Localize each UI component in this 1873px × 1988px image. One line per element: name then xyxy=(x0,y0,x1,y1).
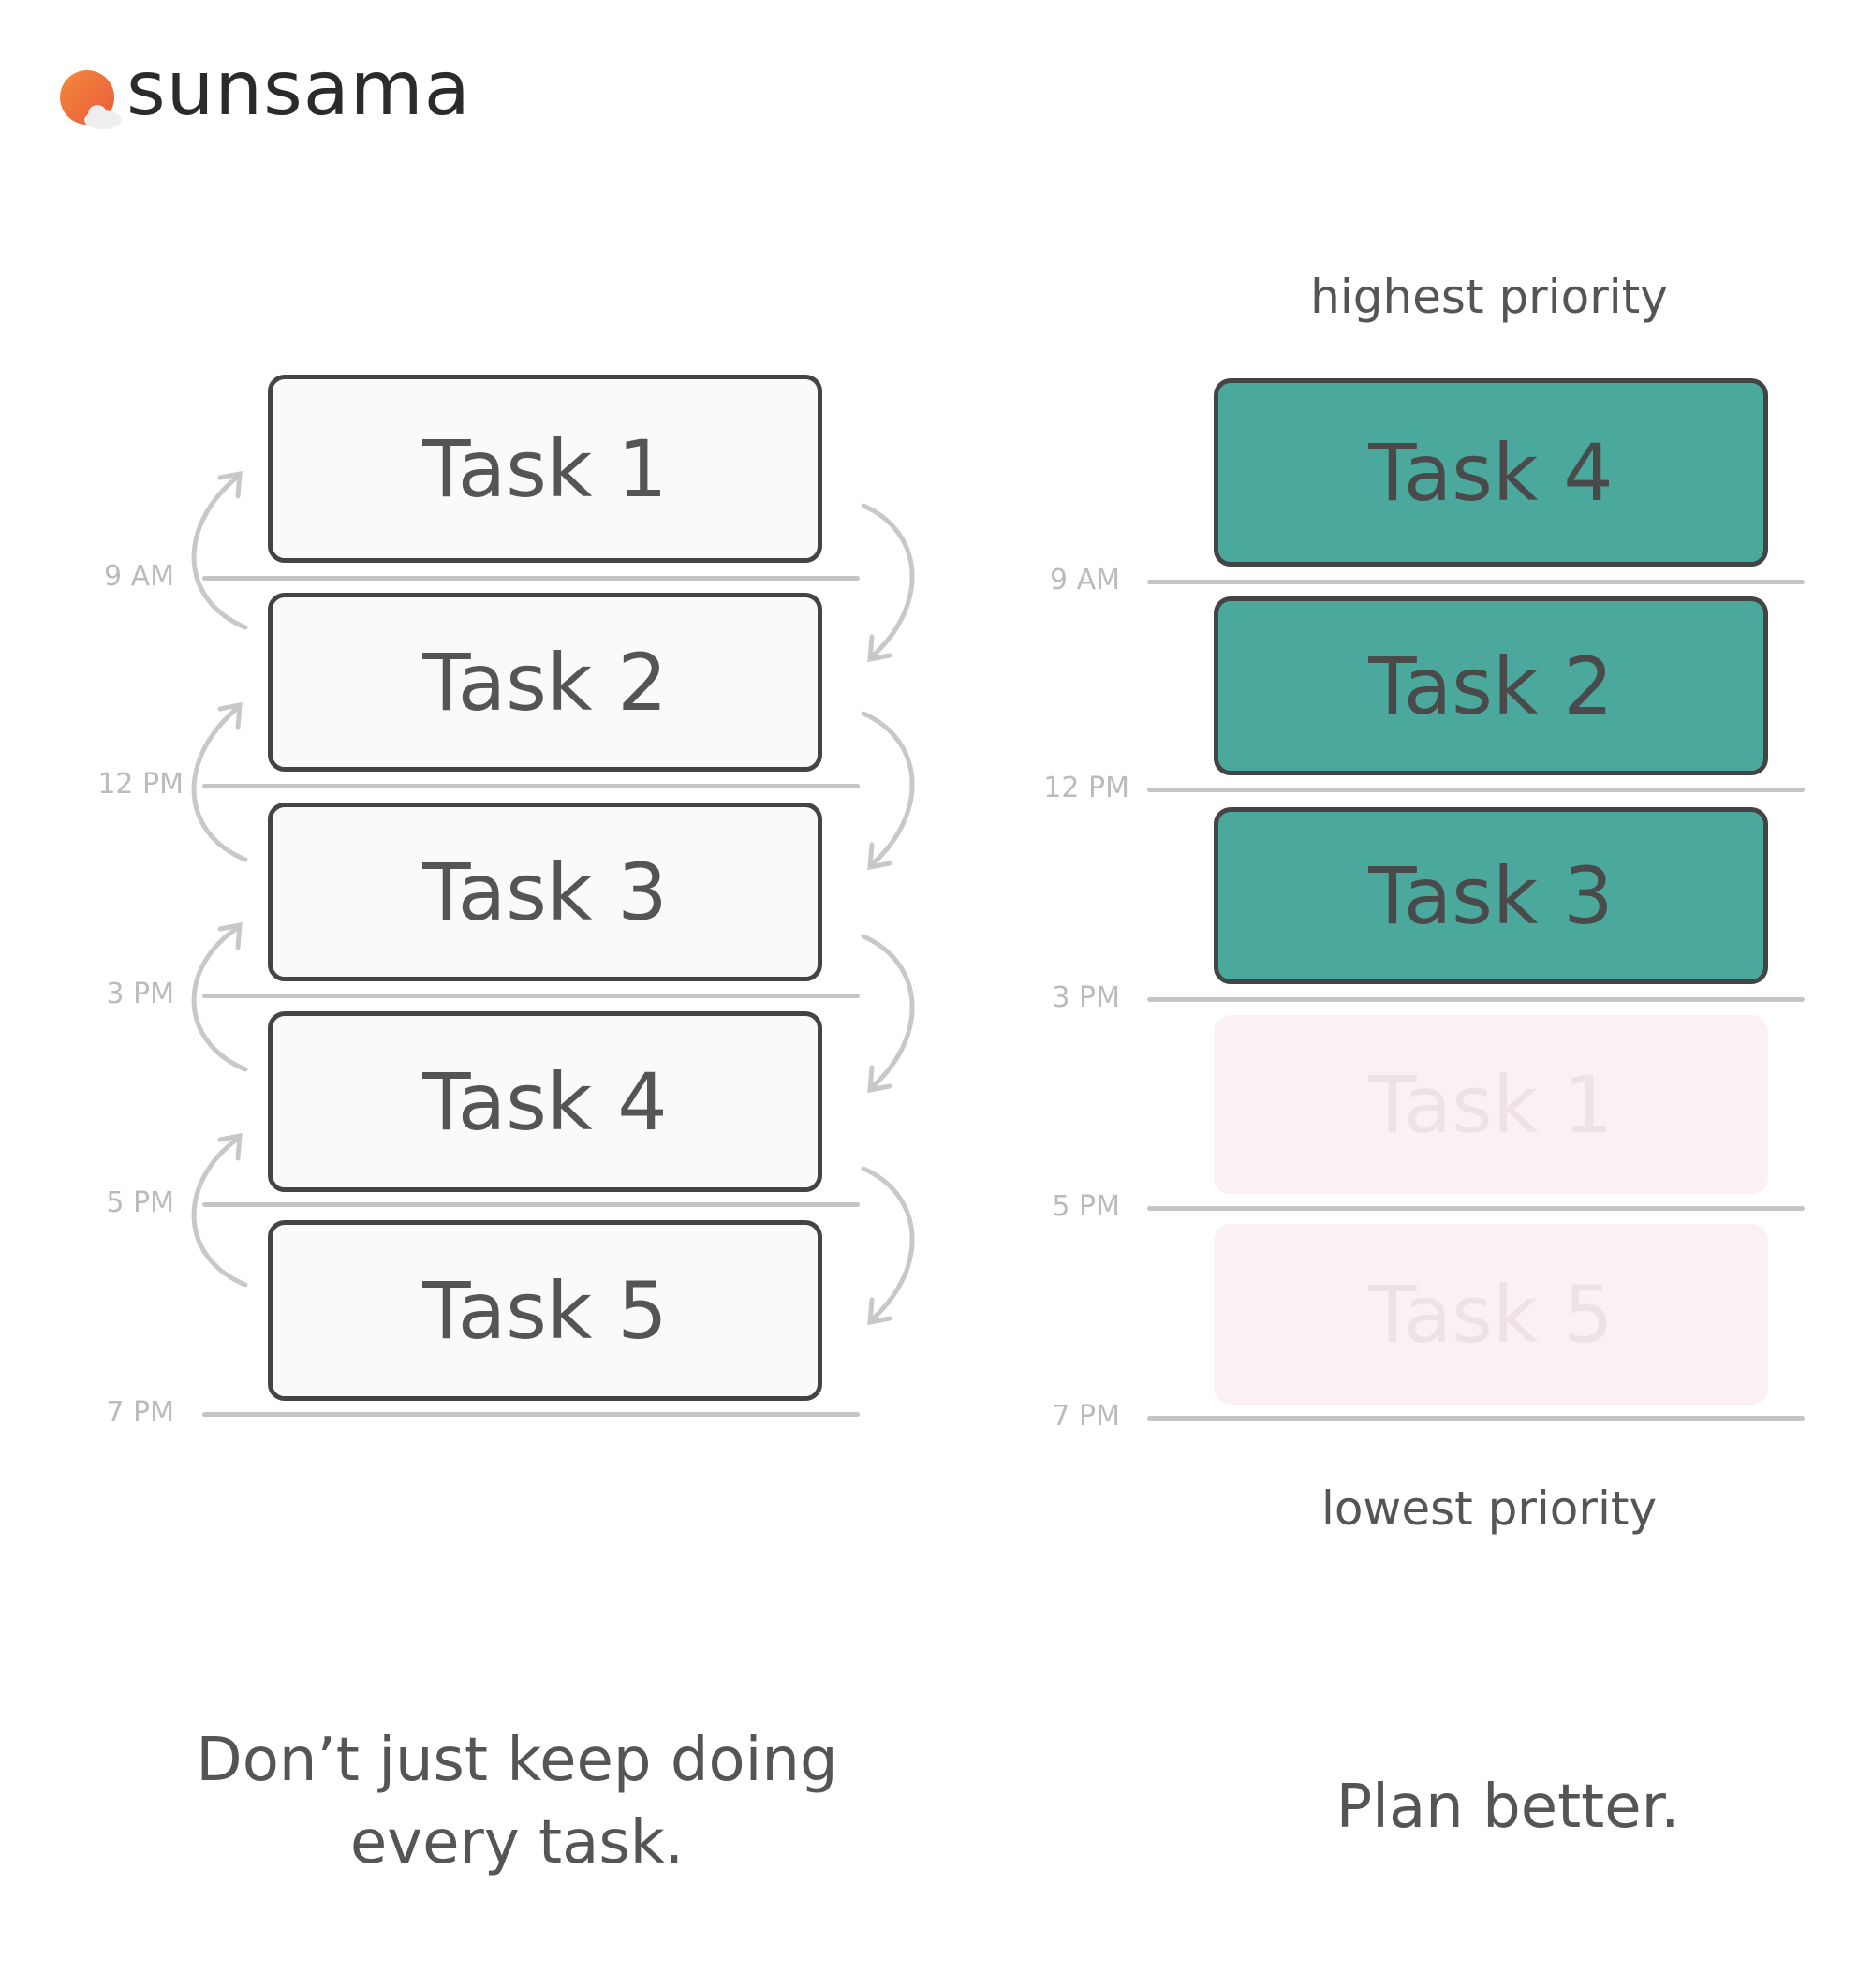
task-card-low-priority: Task 5 xyxy=(1214,1224,1768,1405)
time-label: 5 PM xyxy=(1052,1190,1120,1223)
task-card-high-priority: Task 3 xyxy=(1214,807,1768,984)
task-card: Task 2 xyxy=(268,593,822,772)
lowest-priority-label: lowest priority xyxy=(1320,1481,1658,1536)
sunsama-logo xyxy=(58,67,128,133)
task-card: Task 4 xyxy=(268,1011,822,1192)
hour-line xyxy=(202,1202,860,1207)
right-curved-arrow-icon xyxy=(861,503,915,1326)
hour-line xyxy=(1147,997,1805,1002)
task-card: Task 1 xyxy=(268,375,822,563)
time-label: 3 PM xyxy=(1052,981,1120,1014)
task-card: Task 5 xyxy=(268,1220,822,1401)
task-card: Task 3 xyxy=(268,803,822,981)
task-card-low-priority: Task 1 xyxy=(1214,1015,1768,1194)
task-card-high-priority: Task 4 xyxy=(1214,378,1768,567)
time-label: 7 PM xyxy=(1052,1400,1120,1433)
time-label: 12 PM xyxy=(97,768,184,801)
right-caption: Plan better. xyxy=(1335,1773,1680,1842)
hour-line xyxy=(1147,1416,1805,1421)
hour-line xyxy=(202,576,860,581)
left-caption: Don’t just keep doing every task. xyxy=(96,1719,938,1884)
left-caption-line2: every task. xyxy=(349,1808,685,1878)
sun-cloud-icon xyxy=(60,70,122,129)
time-label: 3 PM xyxy=(106,978,174,1010)
hour-line xyxy=(1147,1206,1805,1211)
time-label: 9 AM xyxy=(1049,564,1120,596)
left-caption-line1: Don’t just keep doing xyxy=(196,1726,838,1795)
time-label: 12 PM xyxy=(1043,772,1129,804)
hour-line xyxy=(202,1412,860,1417)
time-label: 9 AM xyxy=(103,560,174,593)
time-label: 7 PM xyxy=(106,1396,174,1429)
task-card-high-priority: Task 2 xyxy=(1214,596,1768,775)
highest-priority-label: highest priority xyxy=(1310,270,1668,324)
hour-line xyxy=(202,784,860,788)
brand-name: sunsama xyxy=(126,45,471,132)
time-label: 5 PM xyxy=(106,1186,174,1219)
left-curved-arrow-icon xyxy=(191,470,248,1288)
hour-line xyxy=(202,994,860,998)
hour-line xyxy=(1147,580,1805,584)
hour-line xyxy=(1147,788,1805,792)
